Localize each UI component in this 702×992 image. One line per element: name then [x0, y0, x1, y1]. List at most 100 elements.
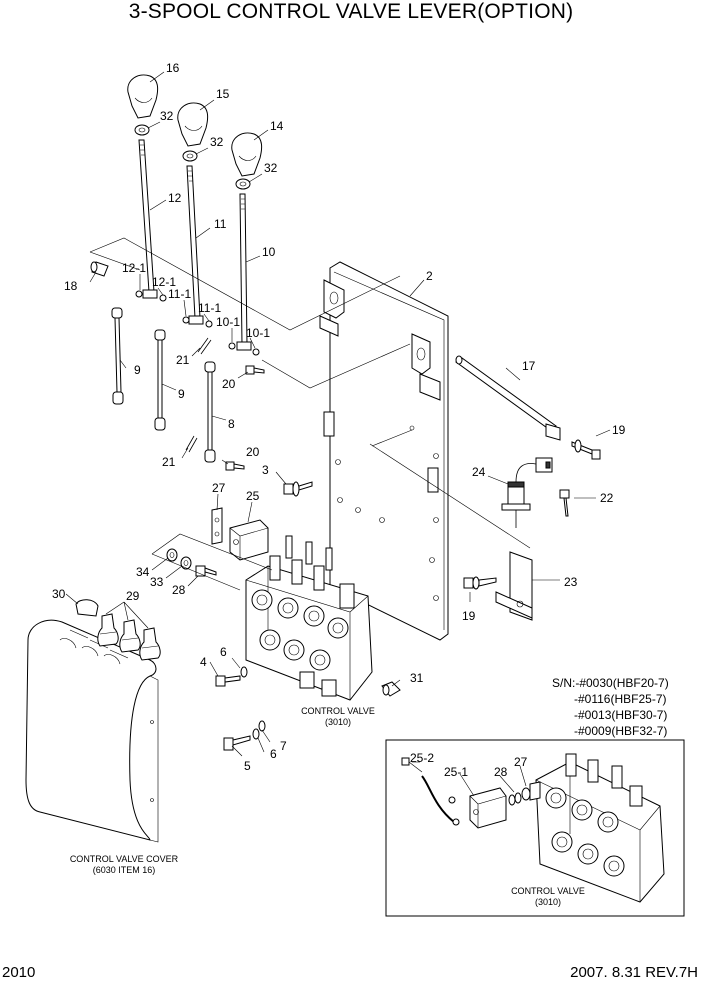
callout: 32 [160, 109, 174, 123]
callout: 25-1 [444, 765, 468, 779]
link-rod-9-left [111, 307, 124, 405]
serial-numbers: S/N:-#0030(HBF20-7) -#0116(HBF25-7) -#00… [552, 676, 669, 738]
callout: 34 [136, 565, 150, 579]
callout: 12-1 [122, 261, 146, 275]
callout: 24 [472, 465, 486, 479]
callout: 28 [172, 583, 186, 597]
bolt-28 [195, 565, 217, 577]
bolt-19-lower [463, 576, 497, 590]
bolt-3 [283, 481, 313, 497]
knob-16 [127, 74, 159, 136]
caption-control-valve-main-1: CONTROL VALVE [301, 706, 375, 716]
assembly-lines [89, 237, 531, 591]
callout: 10 [262, 245, 276, 259]
washer-34 [166, 548, 178, 562]
callout: 28 [494, 765, 508, 779]
callout: 17 [522, 359, 536, 373]
callout: 30 [52, 587, 66, 601]
callout: 25-2 [410, 751, 434, 765]
inset-wire-25-2 [401, 757, 460, 826]
callout: 11 [214, 217, 227, 231]
washer-7 [258, 720, 266, 732]
link-rod-8 [204, 361, 216, 463]
callouts: 16 15 14 32 32 32 12 11 10 2 18 12-1 12-… [52, 61, 626, 779]
callout: 19 [612, 423, 626, 437]
pipe-17 [455, 355, 561, 441]
caption-control-valve-cover-2: (6030 ITEM 16) [93, 865, 156, 875]
callout: 33 [150, 575, 164, 589]
caption-control-valve-inset-1: CONTROL VALVE [511, 886, 585, 896]
callout: 5 [244, 759, 251, 773]
lever-11 [186, 165, 204, 325]
callout: 4 [200, 655, 207, 669]
callout: 6 [270, 747, 277, 761]
knob-15 [177, 102, 209, 162]
callout: 10-1 [216, 315, 240, 329]
bolt-20-lower [225, 461, 245, 471]
callout: 22 [600, 491, 614, 505]
callout: 10-1 [246, 326, 270, 340]
leader-lines [65, 71, 611, 797]
callout: 32 [210, 135, 224, 149]
callout: 23 [564, 575, 578, 589]
inset-block-25-1 [469, 787, 507, 829]
callout: 20 [222, 377, 236, 391]
callout: 25 [246, 489, 260, 503]
callout: 7 [280, 739, 287, 753]
callout: 9 [134, 363, 141, 377]
fitting-31 [381, 681, 401, 697]
callout: 14 [270, 119, 284, 133]
callout: 19 [462, 609, 476, 623]
valve-cover [25, 619, 159, 843]
serial-number-line: -#0009(HBF32-7) [574, 724, 667, 738]
link-rod-9-right [154, 329, 166, 431]
inset-frame [385, 739, 685, 917]
lever-10 [236, 193, 252, 351]
callout: 8 [228, 417, 235, 431]
callout: 21 [162, 455, 176, 469]
callout: 27 [212, 481, 226, 495]
callout: 16 [166, 61, 180, 75]
plate-27 [211, 507, 223, 545]
switch-24 [501, 457, 553, 528]
serial-number-line: S/N:-#0030(HBF20-7) [552, 676, 669, 690]
callout: 12-1 [152, 275, 176, 289]
captions: CONTROL VALVE (3010) CONTROL VALVE COVER… [70, 706, 585, 907]
callout: 3 [262, 463, 269, 477]
washer-33 [180, 556, 192, 570]
bolt-20-upper [245, 365, 265, 375]
control-valve-main [245, 535, 373, 701]
clip-21-lower [185, 435, 198, 453]
callout: 21 [176, 353, 190, 367]
callout: 2 [426, 269, 433, 283]
callout: 11-1 [168, 287, 191, 301]
block-25 [229, 519, 269, 561]
callout: 9 [178, 387, 185, 401]
bracket-23 [495, 551, 533, 621]
washer-6-upper [240, 666, 248, 678]
callout: 12 [168, 191, 182, 205]
callout: 32 [264, 161, 278, 175]
screw-22 [559, 489, 570, 517]
caption-control-valve-inset-2: (3010) [535, 897, 561, 907]
callout: 11-1 [198, 301, 221, 315]
mounting-plate-2 [319, 261, 449, 641]
inset-washers [508, 781, 541, 806]
callout: 15 [216, 87, 230, 101]
caption-control-valve-cover-1: CONTROL VALVE COVER [70, 854, 179, 864]
knob-14 [231, 132, 263, 190]
callout: 18 [64, 279, 78, 293]
serial-number-line: -#0013(HBF30-7) [574, 708, 667, 722]
page-number: 2010 [2, 964, 36, 981]
callout: 27 [514, 755, 528, 769]
callout: 29 [126, 589, 140, 603]
inset-valve [535, 753, 665, 903]
serial-number-line: -#0116(HBF25-7) [574, 692, 666, 706]
bolt-19-upper [571, 439, 601, 460]
page-title: 3-SPOOL CONTROL VALVE LEVER(OPTION) [128, 0, 574, 23]
washer-6-lower [252, 728, 260, 740]
cap-30 [75, 599, 99, 617]
callout: 31 [410, 671, 424, 685]
revision-date: 2007. 8.31 REV.7H [570, 964, 698, 981]
